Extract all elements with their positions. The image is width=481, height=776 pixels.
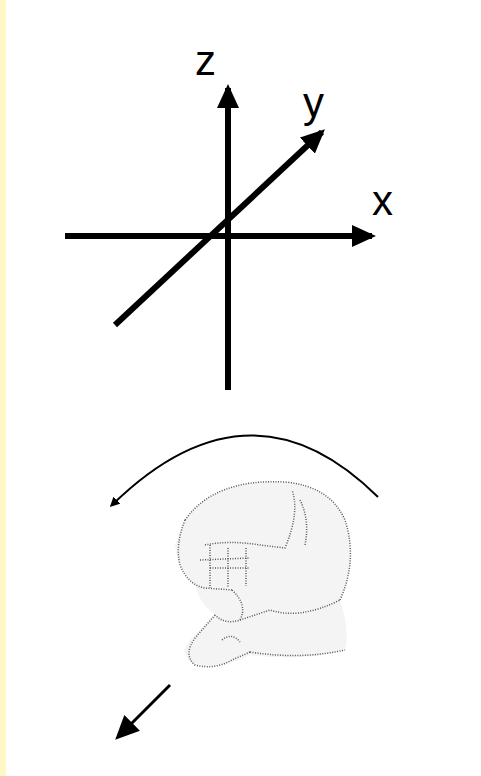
axes [65, 88, 372, 390]
axis-label: z [195, 40, 216, 82]
axis-label: y [303, 82, 324, 124]
axis-label: x [372, 180, 393, 222]
direction-arrow [118, 685, 170, 737]
hand-sketch [175, 482, 350, 667]
y-axis [115, 132, 322, 325]
x-axis [65, 233, 372, 239]
side-strip [0, 0, 6, 776]
